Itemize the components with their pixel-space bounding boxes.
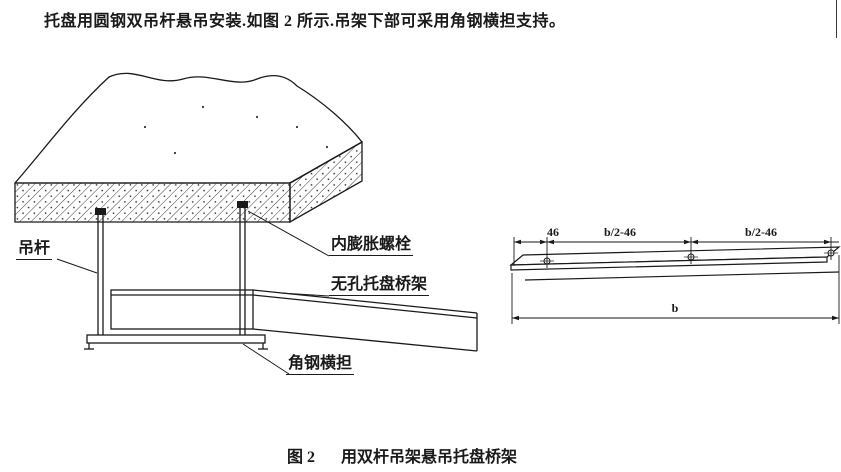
expansion-bolt-left [95, 208, 106, 215]
overall-dimension [511, 255, 840, 324]
dim-total-b: b [671, 301, 679, 315]
dim-46: 46 [547, 225, 559, 239]
ceiling-slab [14, 72, 363, 224]
tray-plate [509, 246, 841, 281]
figure-title: 用双杆吊架悬吊托盘桥架 [341, 449, 518, 466]
label-hanger-rod: 吊杆 [16, 240, 53, 261]
label-expansion-bolt: 内膨胀螺栓 [329, 236, 414, 257]
dimension-chain [513, 237, 839, 268]
expansion-bolt-right [237, 201, 248, 208]
dim-half-right: b/2-46 [744, 225, 777, 239]
page-border-line [836, 0, 837, 38]
plan-diagram [509, 237, 841, 324]
label-cable-tray: 无孔托盘桥架 [329, 276, 430, 297]
figure-number: 图 2 [287, 449, 316, 466]
leader-lines [56, 210, 330, 375]
hanger-rods [95, 201, 248, 335]
dim-half-left: b/2-46 [603, 225, 636, 239]
cross-arm [84, 334, 268, 350]
cable-tray [110, 289, 478, 352]
isometric-diagram [14, 72, 478, 375]
label-angle-brace: 角钢横担 [286, 355, 355, 376]
figure-caption: 图 2 用双杆吊架悬吊托盘桥架 [287, 443, 517, 467]
body-text: 托盘用圆钢双吊杆悬吊安装.如图 2 所示.吊架下部可采用角钢横担支持。 [44, 13, 566, 30]
